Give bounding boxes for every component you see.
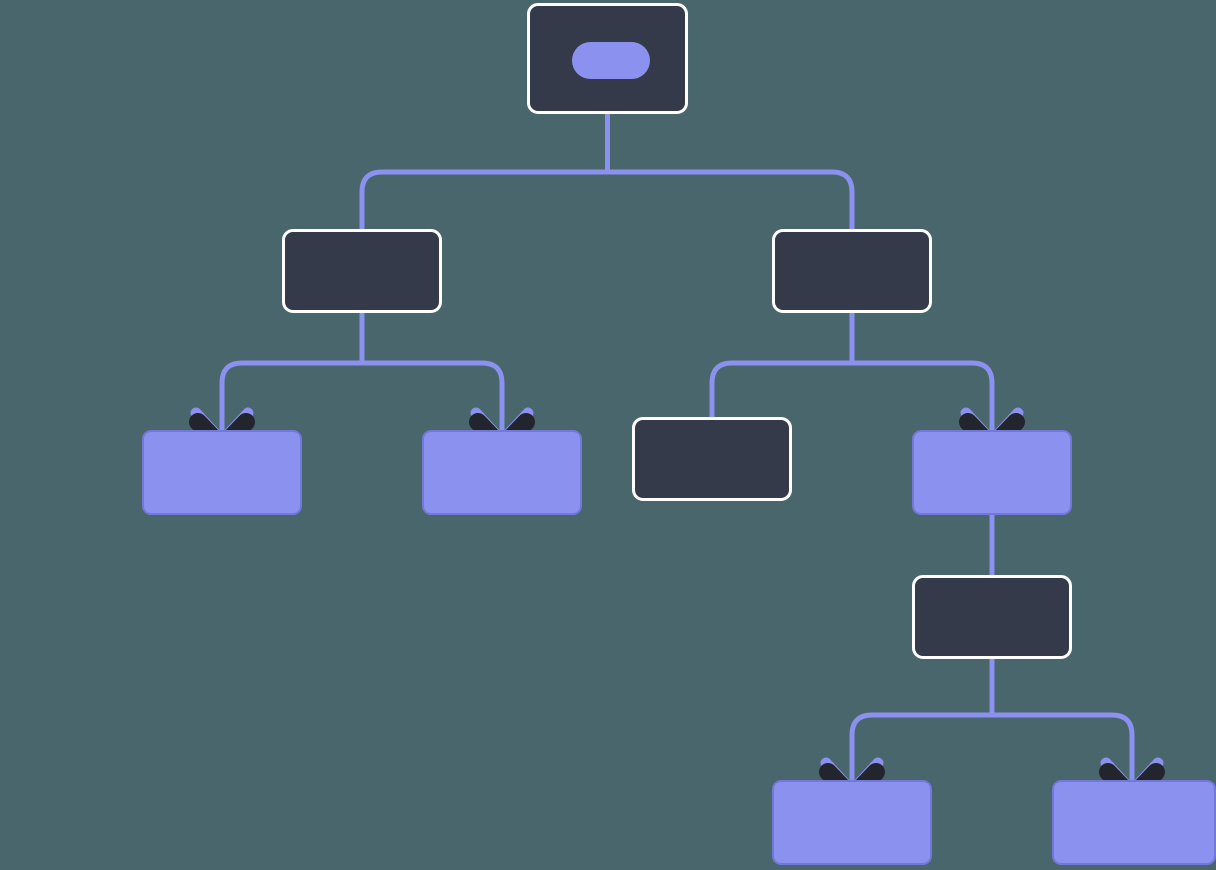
- root-pill-icon: [572, 42, 650, 79]
- edge-n8-n9: [849, 712, 992, 780]
- node-sub-branch[interactable]: [912, 575, 1072, 659]
- node-leaf-6[interactable]: [1052, 780, 1216, 865]
- node-branch-left[interactable]: [282, 229, 442, 313]
- edge-n2-n4: [219, 360, 362, 430]
- edge-n2-n5: [362, 360, 505, 430]
- edge-n1-n2: [359, 169, 608, 229]
- node-leaf-2[interactable]: [422, 430, 582, 515]
- node-leaf-4[interactable]: [912, 430, 1072, 515]
- node-root[interactable]: [527, 3, 688, 114]
- node-leaf-3-dark[interactable]: [632, 417, 792, 501]
- edge-n3-n6: [709, 360, 852, 417]
- edge-n8-n10: [992, 712, 1135, 780]
- edge-n1-n3: [607, 169, 855, 229]
- node-leaf-5[interactable]: [772, 780, 932, 865]
- node-branch-right[interactable]: [772, 229, 932, 313]
- node-leaf-1[interactable]: [142, 430, 302, 515]
- edge-n3-n7: [852, 360, 995, 430]
